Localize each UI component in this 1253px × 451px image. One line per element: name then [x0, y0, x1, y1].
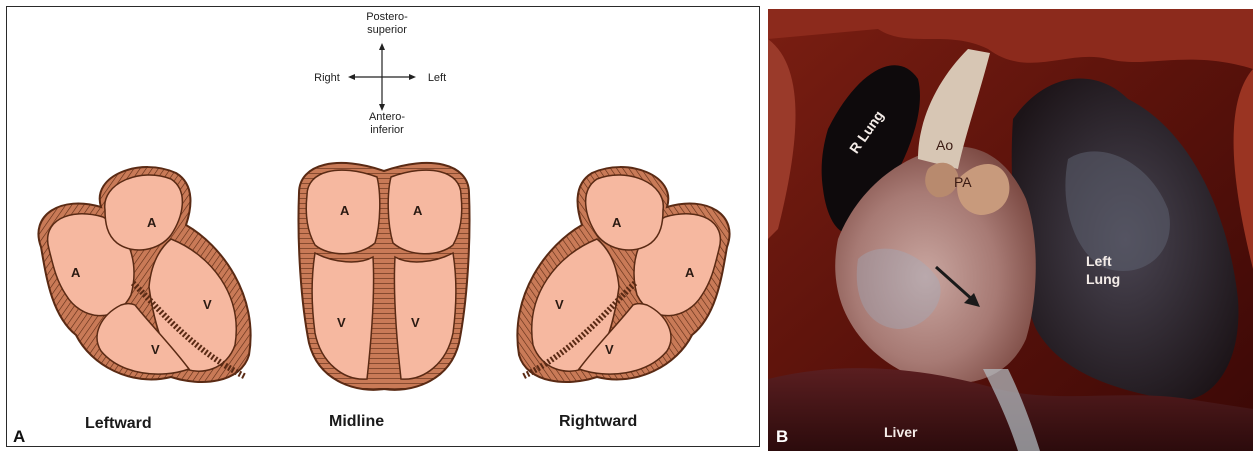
heart-midline-chamber-a2: A [413, 203, 422, 218]
caption-leftward: Leftward [85, 415, 152, 433]
heart-leftward-chamber-v2: V [151, 342, 160, 357]
heart-midline-chamber-v2: V [411, 315, 420, 330]
heart-midline-chamber-v1: V [337, 315, 346, 330]
label-pulmonary-artery: PA [954, 174, 972, 190]
orientation-compass-arrows [337, 37, 427, 117]
caption-midline: Midline [329, 413, 384, 431]
heart-diagram-leftward [21, 155, 271, 395]
anatomy-photograph [768, 9, 1253, 451]
panel-a-diagrams: Postero- superior Right Left Antero- inf… [6, 6, 760, 447]
label-left-lung: Left Lung [1086, 252, 1120, 288]
orientation-top-label: Postero- superior [347, 11, 427, 37]
label-aorta: Ao [936, 137, 953, 153]
heart-leftward-chamber-v1: V [203, 297, 212, 312]
heart-rightward-chamber-a1: A [612, 215, 621, 230]
heart-diagram-midline [289, 153, 479, 398]
panel-b-letter: B [776, 427, 788, 447]
heart-midline-chamber-a1: A [340, 203, 349, 218]
heart-diagram-rightward [497, 155, 747, 395]
heart-rightward-chamber-v2: V [605, 342, 614, 357]
label-liver: Liver [884, 424, 917, 440]
heart-rightward-chamber-v1: V [555, 297, 564, 312]
heart-leftward-chamber-a1: A [147, 215, 156, 230]
panel-a-letter: A [13, 427, 25, 447]
heart-rightward-chamber-a2: A [685, 265, 694, 280]
heart-leftward-chamber-a2: A [71, 265, 80, 280]
panel-b-photo: R Lung Ao PA Left Lung Liver B [768, 9, 1253, 451]
caption-rightward: Rightward [559, 413, 637, 431]
